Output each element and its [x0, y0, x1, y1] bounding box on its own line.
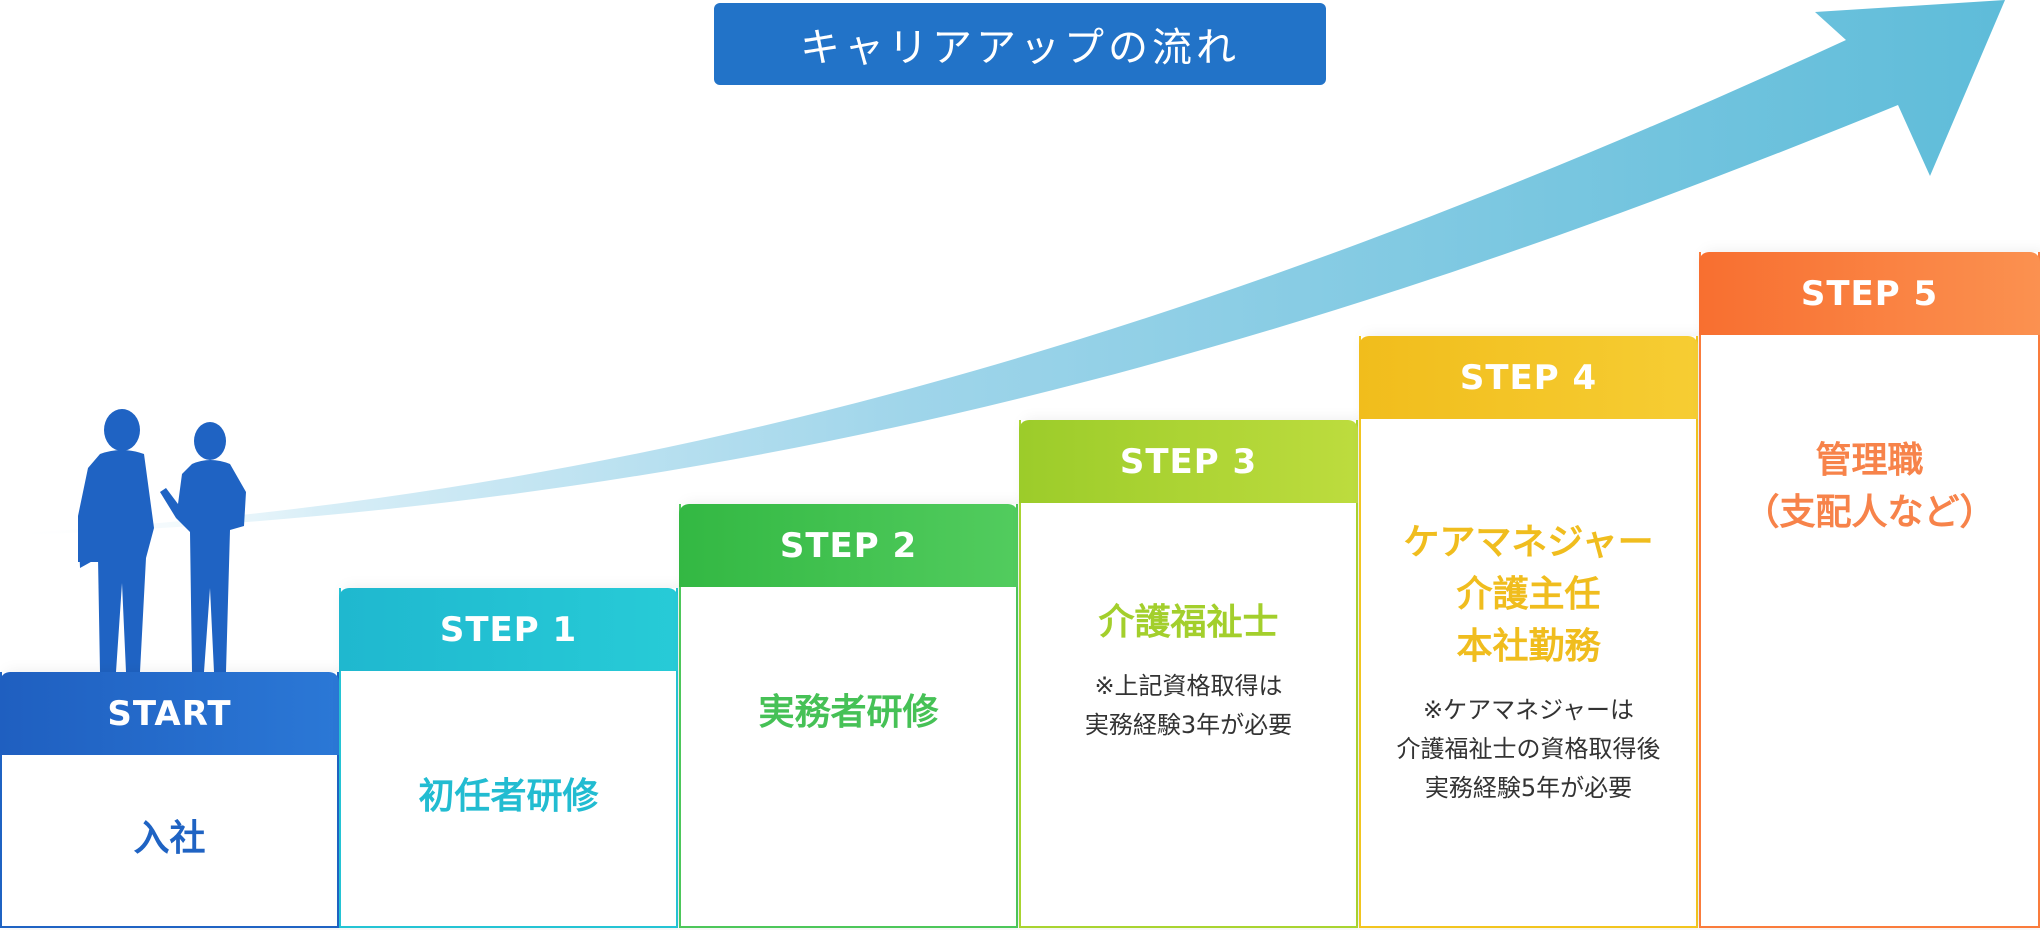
step-start-card: START 入社	[0, 672, 339, 928]
step-start-label: START	[0, 672, 339, 755]
step-1-label: STEP 1	[339, 588, 678, 671]
step-1-title: 初任者研修	[418, 776, 599, 817]
step-4-label: STEP 4	[1359, 336, 1698, 419]
step-4-note: ※ケアマネジャーは 介護福祉士の資格取得後 実務経験5年が必要	[1396, 696, 1661, 802]
step-3-note: ※上記資格取得は 実務経験3年が必要	[1084, 672, 1293, 739]
page-title: キャリアアップの流れ	[714, 3, 1326, 85]
step-2-title: 実務者研修	[758, 692, 939, 733]
step-3-label: STEP 3	[1019, 420, 1358, 503]
step-4-title: ケアマネジャー 介護主任 本社勤務	[1403, 522, 1654, 667]
step-3-title: 介護福祉士	[1098, 602, 1279, 643]
step-5-card: STEP 5 管理職 （支配人など）	[1699, 252, 2040, 928]
step-2-card: STEP 2 実務者研修	[679, 504, 1018, 928]
step-4-card: STEP 4 ケアマネジャー 介護主任 本社勤務 ※ケアマネジャーは 介護福祉士…	[1359, 336, 1698, 928]
step-start-title: 入社	[133, 818, 206, 859]
step-5-label: STEP 5	[1699, 252, 2040, 335]
step-2-label: STEP 2	[679, 504, 1018, 587]
step-5-title: 管理職 （支配人など）	[1743, 440, 1996, 533]
step-1-card: STEP 1 初任者研修	[339, 588, 678, 928]
people-silhouette-icon	[78, 409, 246, 672]
step-3-card: STEP 3 介護福祉士 ※上記資格取得は 実務経験3年が必要	[1019, 420, 1358, 928]
